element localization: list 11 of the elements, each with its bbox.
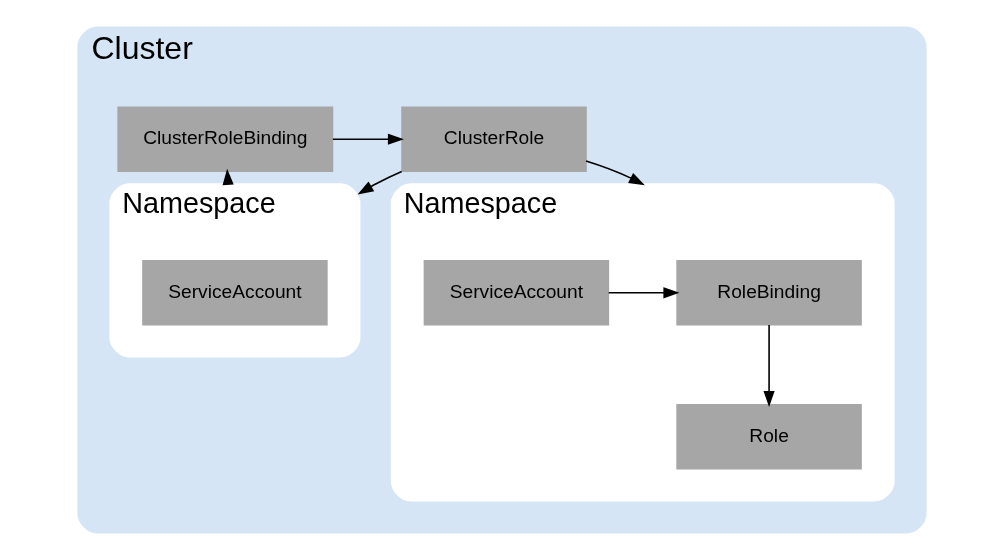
node-box: Role (675, 403, 862, 470)
node-box: ClusterRole (400, 106, 587, 173)
arrow (584, 160, 645, 186)
node-box: ServiceAccount (141, 260, 328, 326)
node-box: RoleBinding (675, 260, 862, 326)
arrow (607, 287, 679, 299)
arrow (357, 170, 402, 195)
node-box: ClusterRoleBinding (116, 106, 333, 173)
arrow (762, 324, 775, 408)
arrow (331, 133, 404, 145)
node-box: ServiceAccount (423, 260, 609, 326)
